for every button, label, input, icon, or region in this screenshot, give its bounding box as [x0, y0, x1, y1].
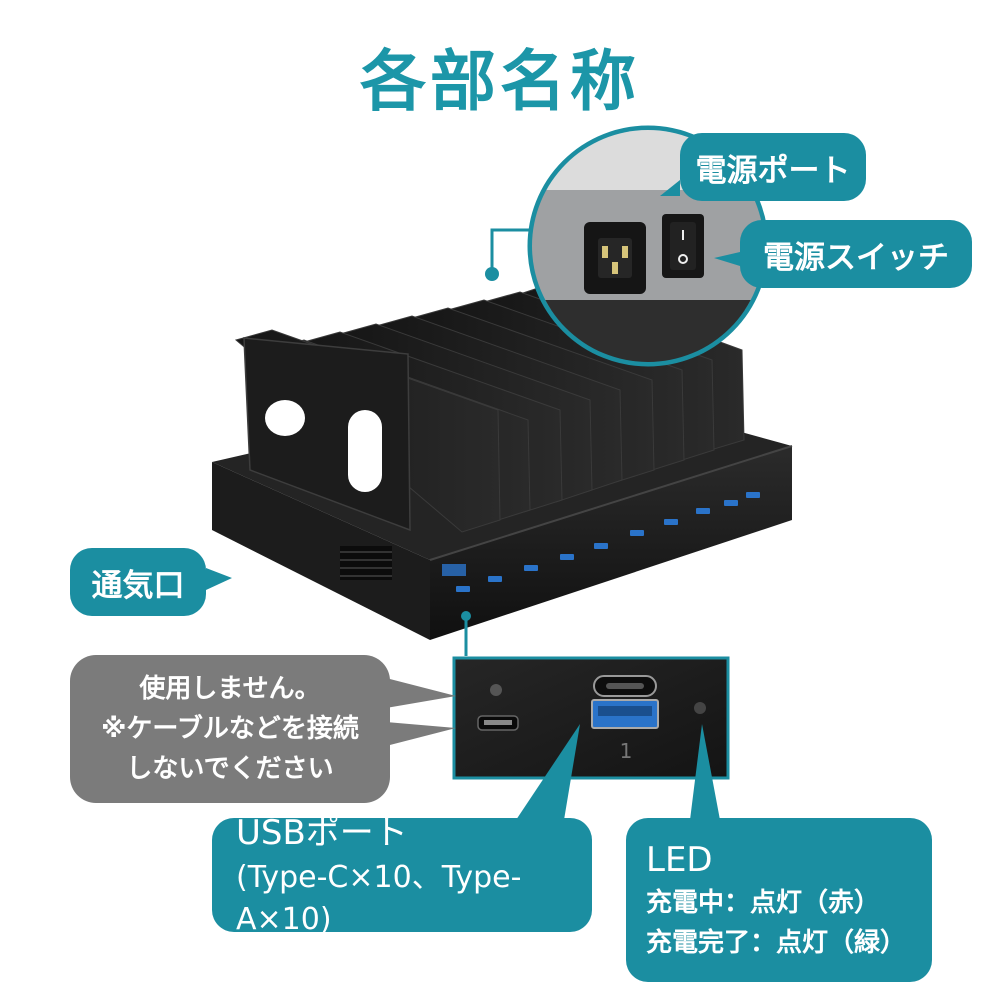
callout-tail	[714, 252, 740, 266]
unused-port-note: 使用しません。 ※ケーブルなどを接続 しないでください	[70, 655, 390, 803]
vent-label: 通気口	[70, 548, 206, 616]
led-label-title: LED	[646, 840, 713, 880]
callout-tail	[386, 722, 456, 746]
micro-usb-port-icon	[477, 715, 519, 731]
front-usb-ports	[456, 492, 760, 592]
callout-tail	[660, 180, 680, 196]
leader-dot	[485, 267, 499, 281]
usb-a-port-icon	[591, 699, 659, 729]
power-inlet-icon	[584, 222, 646, 294]
unused-note-line3: しないでください	[126, 754, 334, 784]
charging-station-image	[212, 281, 793, 640]
panel-port-number: 1	[620, 739, 633, 763]
led-label: LED 充電中：点灯（赤） 充電完了：点灯（緑）	[626, 818, 932, 982]
brand-logo	[442, 564, 466, 576]
callout-tail	[516, 724, 580, 820]
vent-grille	[340, 546, 392, 580]
callout-tail	[206, 568, 232, 590]
divider-plates	[234, 281, 745, 533]
usb-port-label: USBポート (Type-C×10、Type-A×10)	[212, 813, 592, 937]
leader-dot	[461, 611, 471, 621]
led-complete-text: 充電完了：点灯（緑）	[646, 928, 907, 958]
power-switch-label: 電源スイッチ	[740, 220, 972, 288]
usb-c-port-icon	[593, 675, 657, 697]
unused-led-icon	[490, 684, 502, 696]
usb-label-title: USBポート	[236, 813, 408, 853]
callout-tail	[386, 678, 456, 708]
unused-note-line2: ※ケーブルなどを接続	[101, 714, 359, 744]
usb-label-detail: (Type-C×10、Type-A×10)	[236, 860, 522, 937]
led-indicator-icon	[694, 702, 706, 714]
led-charging-text: 充電中：点灯（赤）	[646, 888, 881, 918]
unused-note-line1: 使用しません。	[139, 674, 321, 704]
callout-tail	[690, 724, 720, 820]
power-port-label: 電源ポート	[680, 133, 866, 201]
page-title: 各部名称	[360, 43, 640, 120]
front-panel-closeup: 1	[452, 656, 730, 780]
rocker-switch-icon	[662, 214, 704, 278]
